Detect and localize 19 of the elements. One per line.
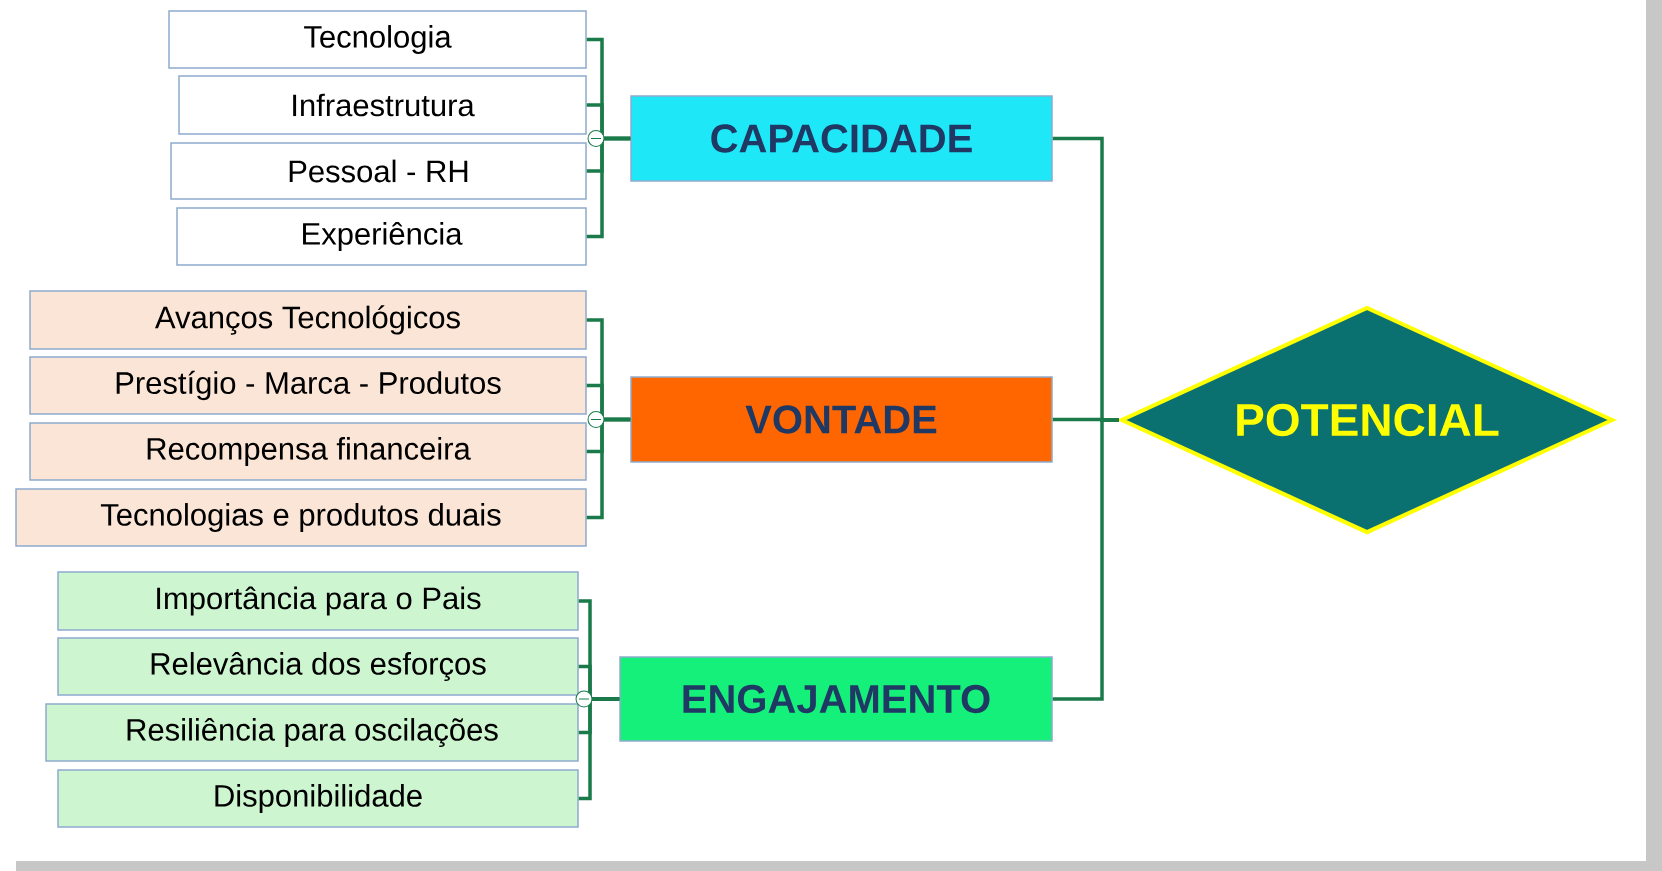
item-box: Prestígio - Marca - Produtos <box>29 356 587 415</box>
connector-line <box>578 697 620 801</box>
item-box: Tecnologia <box>168 10 587 69</box>
category-box: CAPACIDADE <box>630 95 1053 182</box>
category-box: ENGAJAMENTO <box>619 656 1053 742</box>
item-box: Avanços Tecnológicos <box>29 290 587 350</box>
item-box: Experiência <box>176 207 587 266</box>
item-box: Tecnologias e produtos duais <box>15 488 587 547</box>
category-box: VONTADE <box>630 376 1053 463</box>
item-box: Importância para o Pais <box>57 571 579 631</box>
item-box: Resiliência para oscilações <box>45 703 579 762</box>
item-box: Disponibilidade <box>57 769 579 828</box>
connector-line <box>586 417 631 520</box>
item-box: Relevância dos esforços <box>57 637 579 696</box>
item-box: Infraestrutura <box>178 75 587 135</box>
item-box: Recompensa financeira <box>29 422 587 481</box>
connector-line <box>1052 418 1119 701</box>
connector-line <box>586 136 631 239</box>
item-box: Pessoal - RH <box>170 142 587 200</box>
